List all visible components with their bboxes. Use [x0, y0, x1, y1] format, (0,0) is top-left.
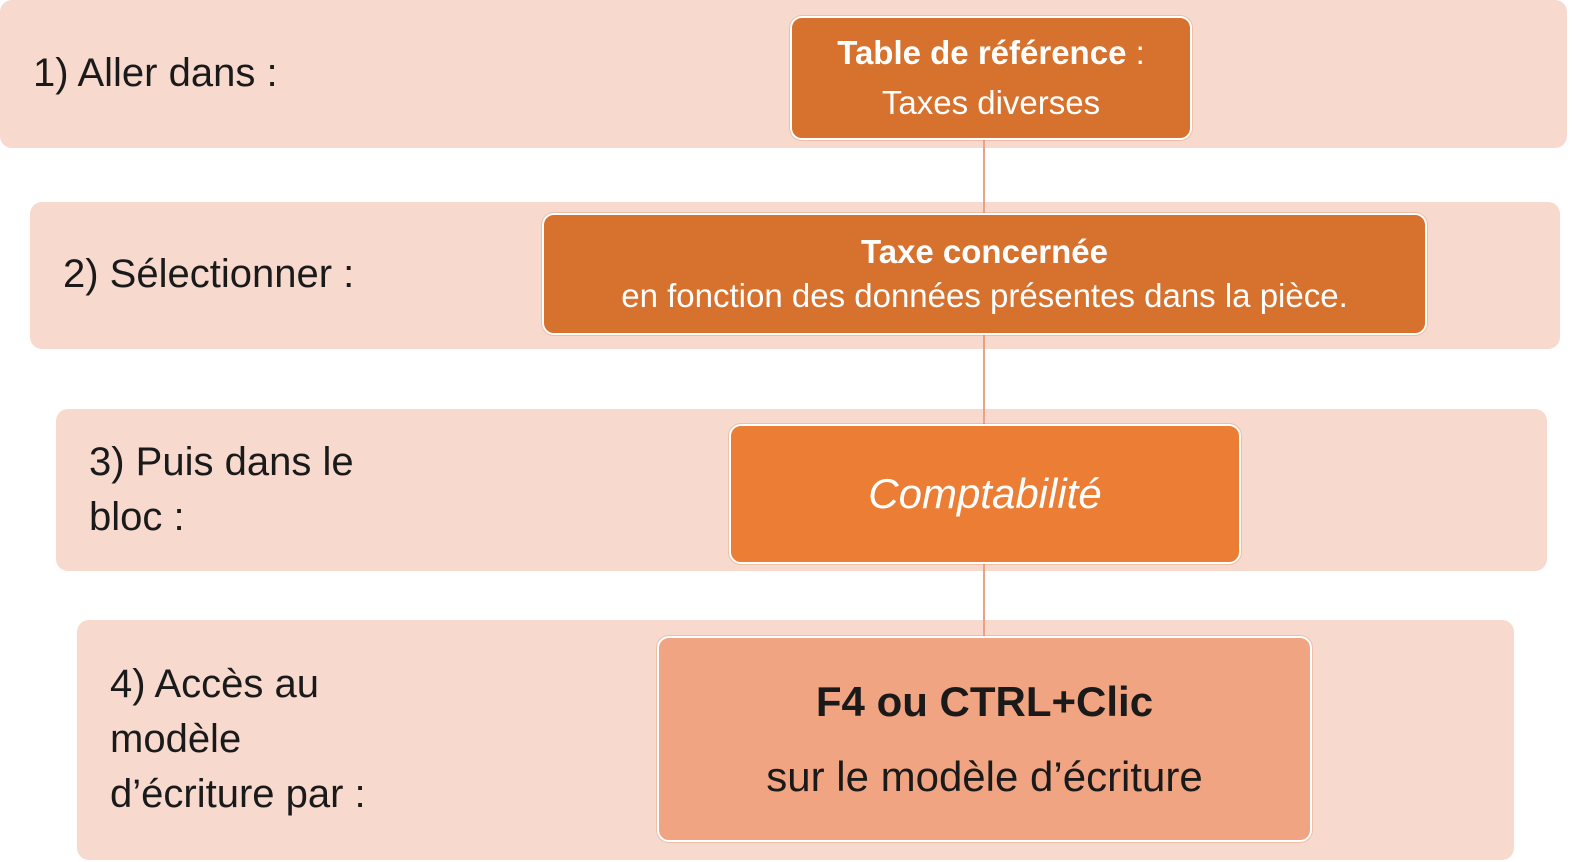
connector-1-2	[983, 138, 985, 216]
step-3-box: Comptabilité	[729, 424, 1241, 564]
step-1-box-title: Table de référence	[837, 34, 1127, 71]
step-4-box: F4 ou CTRL+Clic sur le modèle d’écriture	[657, 636, 1312, 842]
connector-3-4	[983, 562, 985, 640]
step-2-label: 2) Sélectionner :	[63, 252, 355, 296]
connector-2-3	[983, 332, 985, 428]
step-4-box-title: F4 ou CTRL+Clic	[815, 678, 1154, 725]
step-1-box-text: Taxes diverses	[881, 84, 1101, 121]
step-1-label: 1) Aller dans :	[33, 51, 278, 95]
step-4-label: 4) Accès au modèle d’écriture par :	[110, 662, 366, 816]
step-1-box-title-line: Table de référence :	[837, 28, 1145, 78]
step-2-box-text: en fonction des données présentes dans l…	[621, 277, 1348, 314]
step-1-box-title-suffix: :	[1126, 34, 1145, 71]
step-2-box-title: Taxe concernée	[860, 233, 1109, 270]
step-2-box: Taxe concernée en fonction des données p…	[542, 213, 1427, 335]
step-1-band	[0, 0, 1567, 148]
step-4-box-text: sur le modèle d’écriture	[766, 753, 1203, 800]
step-3-label: 3) Puis dans le bloc :	[89, 440, 354, 539]
step-3-box-text: Comptabilité	[868, 470, 1102, 517]
step-1-box: Table de référence : Taxes diverses	[790, 16, 1192, 140]
